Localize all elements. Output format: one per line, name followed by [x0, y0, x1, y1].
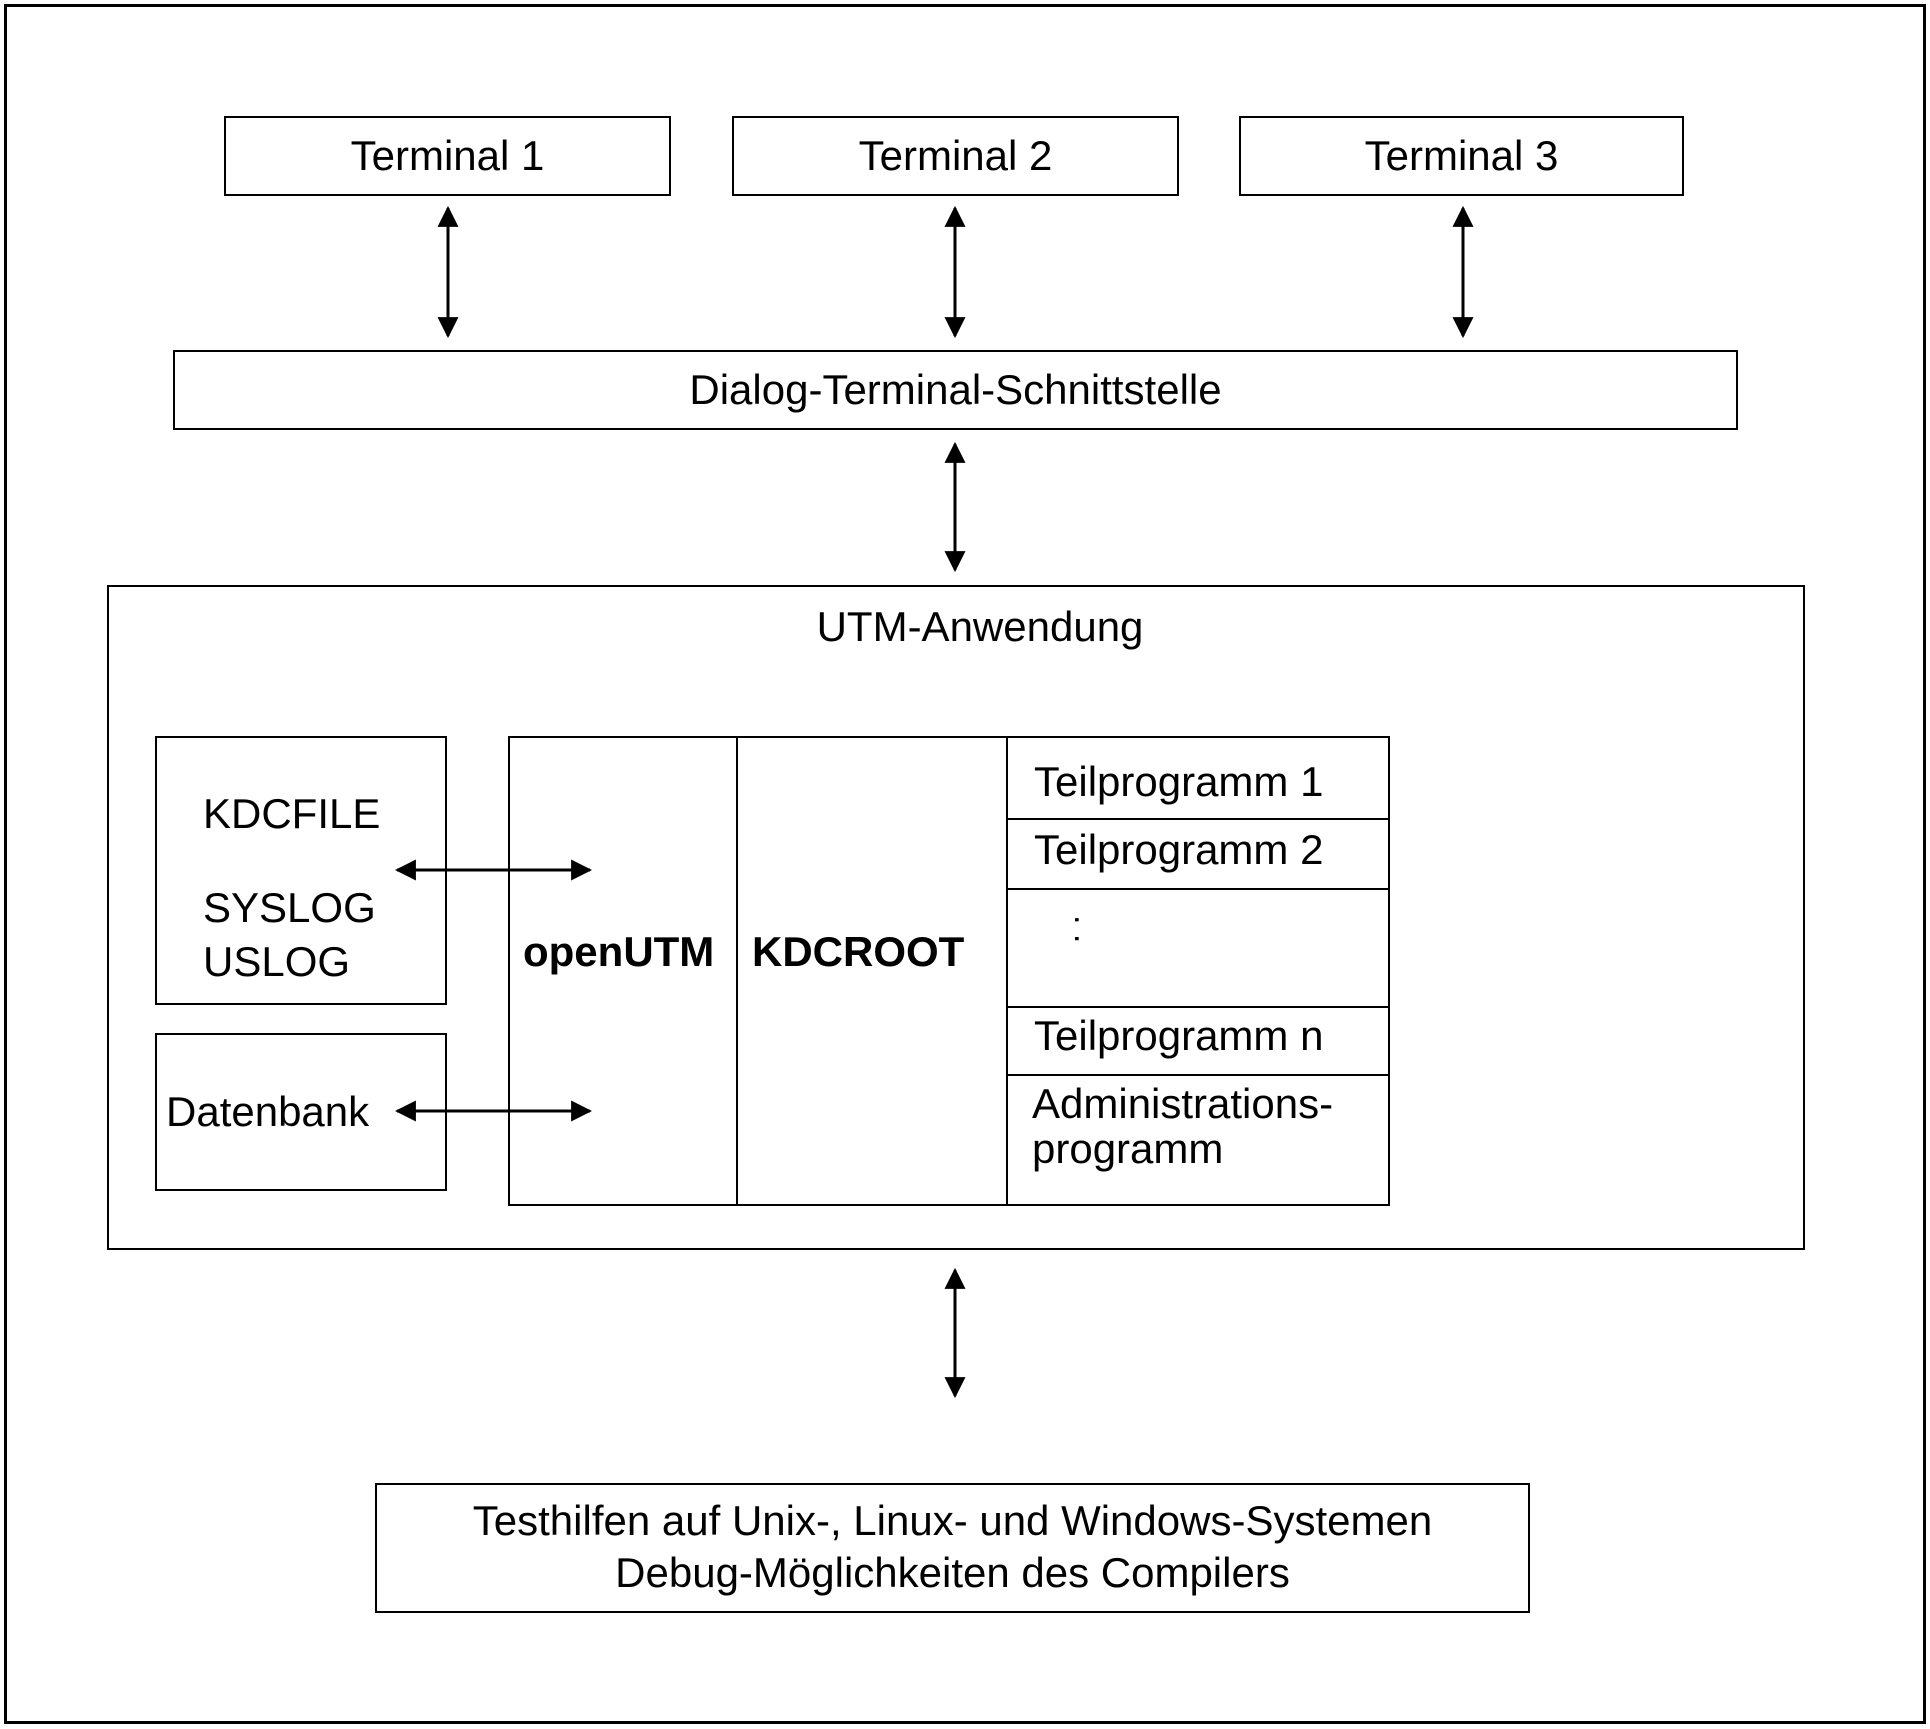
- dialog-interface-box: Dialog-Terminal-Schnittstelle: [173, 350, 1738, 430]
- syslog-label: SYSLOG: [203, 884, 376, 931]
- program-1-label: Teilprogramm 1: [1034, 758, 1324, 805]
- terminal-1-box: Terminal 1: [224, 116, 671, 196]
- terminal-2-box: Terminal 2: [732, 116, 1179, 196]
- admin-program-line1: Administrations-: [1032, 1080, 1334, 1127]
- terminal-3-box: Terminal 3: [1239, 116, 1684, 196]
- terminal-1-label: Terminal 1: [350, 131, 545, 179]
- admin-program-line2: programm: [1032, 1125, 1224, 1172]
- uslog-label: USLOG: [203, 938, 351, 985]
- kdcfile-label: KDCFILE: [203, 790, 381, 837]
- utm-application-title: UTM-Anwendung: [816, 603, 1144, 650]
- terminal-2-label: Terminal 2: [858, 131, 1053, 179]
- dialog-interface-label: Dialog-Terminal-Schnittstelle: [689, 365, 1222, 413]
- program-1-cell: [1006, 736, 1390, 820]
- program-n-label: Teilprogramm n: [1034, 1012, 1324, 1059]
- terminal-3-label: Terminal 3: [1364, 131, 1559, 179]
- openutm-label: openUTM: [523, 928, 715, 975]
- database-label: Datenbank: [166, 1088, 370, 1135]
- openutm-box: [508, 736, 738, 1206]
- ellipsis-label: . .: [1067, 915, 1106, 944]
- ellipsis-cell: [1006, 888, 1390, 1008]
- test-tools-line2: Debug-Möglichkeiten des Compilers: [615, 1549, 1290, 1596]
- test-tools-box: [375, 1483, 1530, 1613]
- program-2-label: Teilprogramm 2: [1034, 826, 1324, 873]
- kdcroot-label: KDCROOT: [752, 928, 965, 975]
- test-tools-line1: Testhilfen auf Unix-, Linux- und Windows…: [472, 1497, 1433, 1544]
- admin-program-cell: [1006, 1074, 1390, 1206]
